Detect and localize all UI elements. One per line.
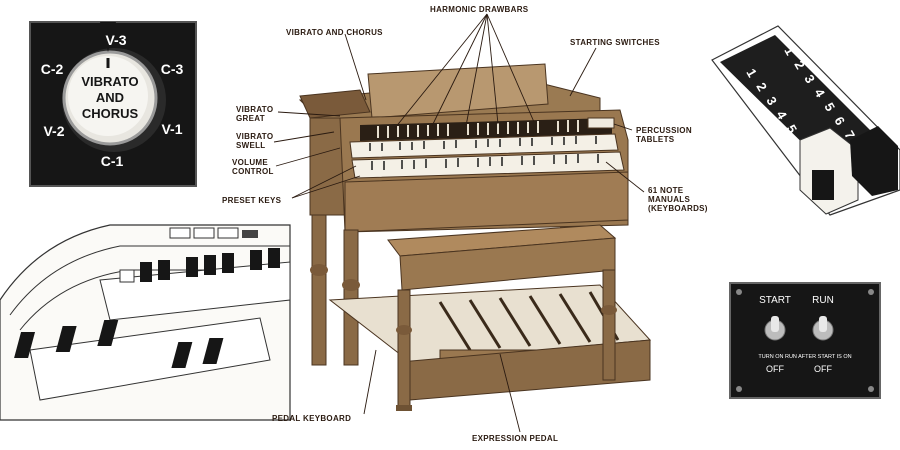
callout-expression-pedal: EXPRESSION PEDAL bbox=[472, 434, 559, 443]
upper-manual bbox=[349, 133, 619, 159]
knob-label-line-1: VIBRATO bbox=[81, 74, 138, 89]
manuals-line-3: (KEYBOARDS) bbox=[648, 204, 708, 213]
lower-manual bbox=[351, 151, 625, 179]
starting-switch-panel: START RUN TURN ON RUN AFTER START IS ON … bbox=[729, 282, 881, 399]
switch-start-label: START bbox=[759, 295, 791, 306]
vibrato-great-line-2: GREAT bbox=[236, 114, 265, 123]
vibrato-swell-line-2: SWELL bbox=[236, 141, 266, 150]
switch-run-label: RUN bbox=[812, 295, 834, 306]
vibrato-great-line-1: VIBRATO bbox=[236, 105, 274, 114]
vibrato-swell-line-1: VIBRATO bbox=[236, 132, 274, 141]
percussion-tablets-line-2: TABLETS bbox=[636, 135, 675, 144]
callout-pedal-keyboard: PEDAL KEYBOARD bbox=[272, 414, 352, 423]
knob-position-c1: C-1 bbox=[101, 153, 124, 169]
leader-lines bbox=[273, 13, 645, 433]
keyboard-closeup-inset bbox=[0, 224, 291, 421]
drawbar-inset: 1 2 3 4 5 6 7 8 1 2 3 4 5 6 7 8 bbox=[711, 25, 900, 216]
knob-label-line-3: CHORUS bbox=[82, 106, 139, 121]
knob-position-v3: V-3 bbox=[105, 32, 126, 48]
callout-manuals: 61 NOTE MANUALS (KEYBOARDS) bbox=[648, 186, 708, 213]
vibrato-knob-inset: VIBRATO AND CHORUS V-3 C-3 V-1 C-1 V-2 C… bbox=[29, 21, 197, 187]
callout-percussion-tablets: PERCUSSION TABLETS bbox=[636, 126, 692, 144]
switch-run-off: OFF bbox=[814, 364, 832, 374]
callout-preset-keys: PRESET KEYS bbox=[222, 196, 282, 205]
callout-starting-switches: STARTING SWITCHES bbox=[570, 38, 660, 47]
run-toggle-switch[interactable] bbox=[812, 316, 834, 341]
manuals-line-2: MANUALS bbox=[648, 195, 691, 204]
knob-label-line-2: AND bbox=[96, 90, 124, 105]
volume-control-line-1: VOLUME bbox=[232, 158, 269, 167]
music-rack bbox=[367, 63, 549, 119]
knob-position-v2: V-2 bbox=[43, 123, 64, 139]
knob-position-v1: V-1 bbox=[161, 121, 182, 137]
callout-harmonic-drawbars: HARMONIC DRAWBARS bbox=[430, 5, 529, 14]
switch-start-off: OFF bbox=[766, 364, 784, 374]
callout-vibrato-swell: VIBRATO SWELL bbox=[236, 132, 273, 150]
percussion-tablets bbox=[587, 117, 615, 129]
callout-vibrato-and-chorus: VIBRATO AND CHORUS bbox=[286, 28, 383, 37]
callout-vibrato-great: VIBRATO GREAT bbox=[236, 105, 273, 123]
percussion-tablets-line-1: PERCUSSION bbox=[636, 126, 692, 135]
knob-position-c3: C-3 bbox=[161, 61, 184, 77]
volume-control-line-2: CONTROL bbox=[232, 167, 274, 176]
start-toggle-switch[interactable] bbox=[764, 316, 786, 341]
callout-volume-control: VOLUME CONTROL bbox=[232, 158, 274, 176]
organ-console bbox=[298, 63, 652, 411]
switch-instruction: TURN ON RUN AFTER START IS ON bbox=[758, 354, 851, 360]
manuals-line-1: 61 NOTE bbox=[648, 186, 684, 195]
knob-position-c2: C-2 bbox=[41, 61, 64, 77]
